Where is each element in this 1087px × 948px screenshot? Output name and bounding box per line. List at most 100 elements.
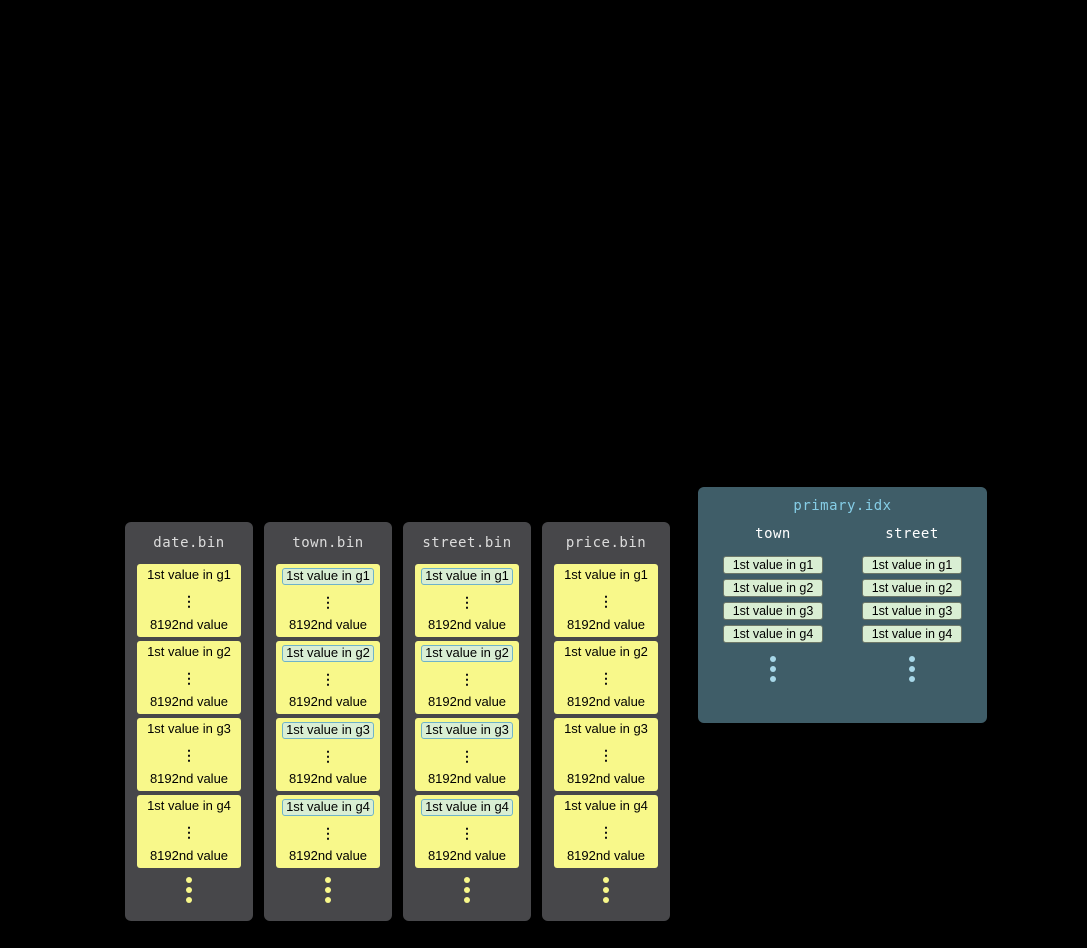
vertical-ellipsis-icon: ⋮ — [321, 747, 335, 764]
dot-icon — [603, 897, 609, 903]
more-granules-dots — [542, 877, 670, 903]
granule-block: 1st value in g1 ⋮ 8192nd value — [415, 564, 519, 637]
bin-file-card-date: date.bin 1st value in g1 ⋮ 8192nd value … — [125, 522, 253, 921]
dot-icon — [909, 656, 915, 662]
bin-file-title: town.bin — [292, 535, 364, 551]
granule-block: 1st value in g2 ⋮ 8192nd value — [415, 641, 519, 714]
granule-first-value: 1st value in g2 — [147, 644, 231, 659]
dot-icon — [186, 897, 192, 903]
granule-first-value-highlighted: 1st value in g1 — [282, 568, 374, 585]
vertical-ellipsis-icon: ⋮ — [460, 593, 474, 610]
bin-file-card-price: price.bin 1st value in g1 ⋮ 8192nd value… — [542, 522, 670, 921]
primary-index-title: primary.idx — [793, 498, 892, 514]
index-column-header: street — [885, 526, 939, 542]
granule-last-value: 8192nd value — [288, 771, 368, 787]
index-entry: 1st value in g3 — [723, 602, 823, 620]
index-column-street: street 1st value in g1 1st value in g2 1… — [857, 526, 967, 682]
granule-last-value: 8192nd value — [427, 771, 507, 787]
index-entry: 1st value in g2 — [862, 579, 962, 597]
dot-icon — [186, 877, 192, 883]
index-entry: 1st value in g4 — [723, 625, 823, 643]
dot-icon — [603, 877, 609, 883]
primary-index-panel: primary.idx town 1st value in g1 1st val… — [698, 487, 987, 723]
granule-first-value-highlighted: 1st value in g4 — [421, 799, 513, 816]
granule-last-value: 8192nd value — [288, 848, 368, 864]
granule-last-value: 8192nd value — [566, 694, 646, 710]
granule-block: 1st value in g3 ⋮ 8192nd value — [276, 718, 380, 791]
bin-file-title: street.bin — [422, 535, 512, 551]
vertical-ellipsis-icon: ⋮ — [182, 592, 196, 609]
index-entry: 1st value in g1 — [862, 556, 962, 574]
index-entry: 1st value in g4 — [862, 625, 962, 643]
dot-icon — [770, 666, 776, 672]
granule-block: 1st value in g4 ⋮ 8192nd value — [137, 795, 241, 868]
granule-block: 1st value in g4 ⋮ 8192nd value — [276, 795, 380, 868]
granule-block: 1st value in g4 ⋮ 8192nd value — [415, 795, 519, 868]
dot-icon — [325, 877, 331, 883]
vertical-ellipsis-icon: ⋮ — [321, 824, 335, 841]
vertical-ellipsis-icon: ⋮ — [321, 593, 335, 610]
vertical-ellipsis-icon: ⋮ — [599, 592, 613, 609]
vertical-ellipsis-icon: ⋮ — [599, 823, 613, 840]
more-entries-dots — [770, 656, 776, 682]
granule-last-value: 8192nd value — [566, 771, 646, 787]
granule-first-value: 1st value in g3 — [147, 721, 231, 736]
granule-last-value: 8192nd value — [427, 848, 507, 864]
granule-first-value: 1st value in g2 — [564, 644, 648, 659]
more-entries-dots — [909, 656, 915, 682]
dot-icon — [909, 676, 915, 682]
granule-block: 1st value in g4 ⋮ 8192nd value — [554, 795, 658, 868]
more-granules-dots — [403, 877, 531, 903]
granule-first-value-highlighted: 1st value in g3 — [421, 722, 513, 739]
granule-last-value: 8192nd value — [149, 848, 229, 864]
granule-first-value: 1st value in g4 — [147, 798, 231, 813]
granule-block: 1st value in g3 ⋮ 8192nd value — [554, 718, 658, 791]
granule-block: 1st value in g2 ⋮ 8192nd value — [137, 641, 241, 714]
dot-icon — [464, 897, 470, 903]
dot-icon — [464, 877, 470, 883]
granule-last-value: 8192nd value — [566, 617, 646, 633]
granule-last-value: 8192nd value — [149, 771, 229, 787]
granule-last-value: 8192nd value — [427, 694, 507, 710]
granule-last-value: 8192nd value — [288, 694, 368, 710]
vertical-ellipsis-icon: ⋮ — [321, 670, 335, 687]
vertical-ellipsis-icon: ⋮ — [460, 670, 474, 687]
index-entry: 1st value in g3 — [862, 602, 962, 620]
granule-block: 1st value in g1 ⋮ 8192nd value — [137, 564, 241, 637]
vertical-ellipsis-icon: ⋮ — [182, 823, 196, 840]
index-column-town: town 1st value in g1 1st value in g2 1st… — [718, 526, 828, 682]
granule-block: 1st value in g2 ⋮ 8192nd value — [554, 641, 658, 714]
vertical-ellipsis-icon: ⋮ — [182, 746, 196, 763]
vertical-ellipsis-icon: ⋮ — [599, 746, 613, 763]
dot-icon — [909, 666, 915, 672]
more-granules-dots — [264, 877, 392, 903]
bin-file-title: date.bin — [153, 535, 225, 551]
granule-last-value: 8192nd value — [149, 617, 229, 633]
granule-last-value: 8192nd value — [288, 617, 368, 633]
primary-index-columns: town 1st value in g1 1st value in g2 1st… — [698, 526, 987, 682]
granule-first-value: 1st value in g3 — [564, 721, 648, 736]
granule-block: 1st value in g1 ⋮ 8192nd value — [554, 564, 658, 637]
granule-first-value: 1st value in g4 — [564, 798, 648, 813]
vertical-ellipsis-icon: ⋮ — [460, 824, 474, 841]
vertical-ellipsis-icon: ⋮ — [182, 669, 196, 686]
granule-last-value: 8192nd value — [149, 694, 229, 710]
index-column-header: town — [755, 526, 791, 542]
granule-last-value: 8192nd value — [427, 617, 507, 633]
vertical-ellipsis-icon: ⋮ — [599, 669, 613, 686]
granule-first-value-highlighted: 1st value in g2 — [282, 645, 374, 662]
granule-last-value: 8192nd value — [566, 848, 646, 864]
granule-first-value-highlighted: 1st value in g2 — [421, 645, 513, 662]
granule-first-value: 1st value in g1 — [147, 567, 231, 582]
bin-file-title: price.bin — [565, 535, 647, 551]
dot-icon — [186, 887, 192, 893]
index-entry: 1st value in g1 — [723, 556, 823, 574]
dot-icon — [464, 887, 470, 893]
dot-icon — [770, 676, 776, 682]
more-granules-dots — [125, 877, 253, 903]
granule-first-value-highlighted: 1st value in g1 — [421, 568, 513, 585]
index-entry: 1st value in g2 — [723, 579, 823, 597]
dot-icon — [325, 887, 331, 893]
granule-block: 1st value in g3 ⋮ 8192nd value — [415, 718, 519, 791]
dot-icon — [325, 897, 331, 903]
